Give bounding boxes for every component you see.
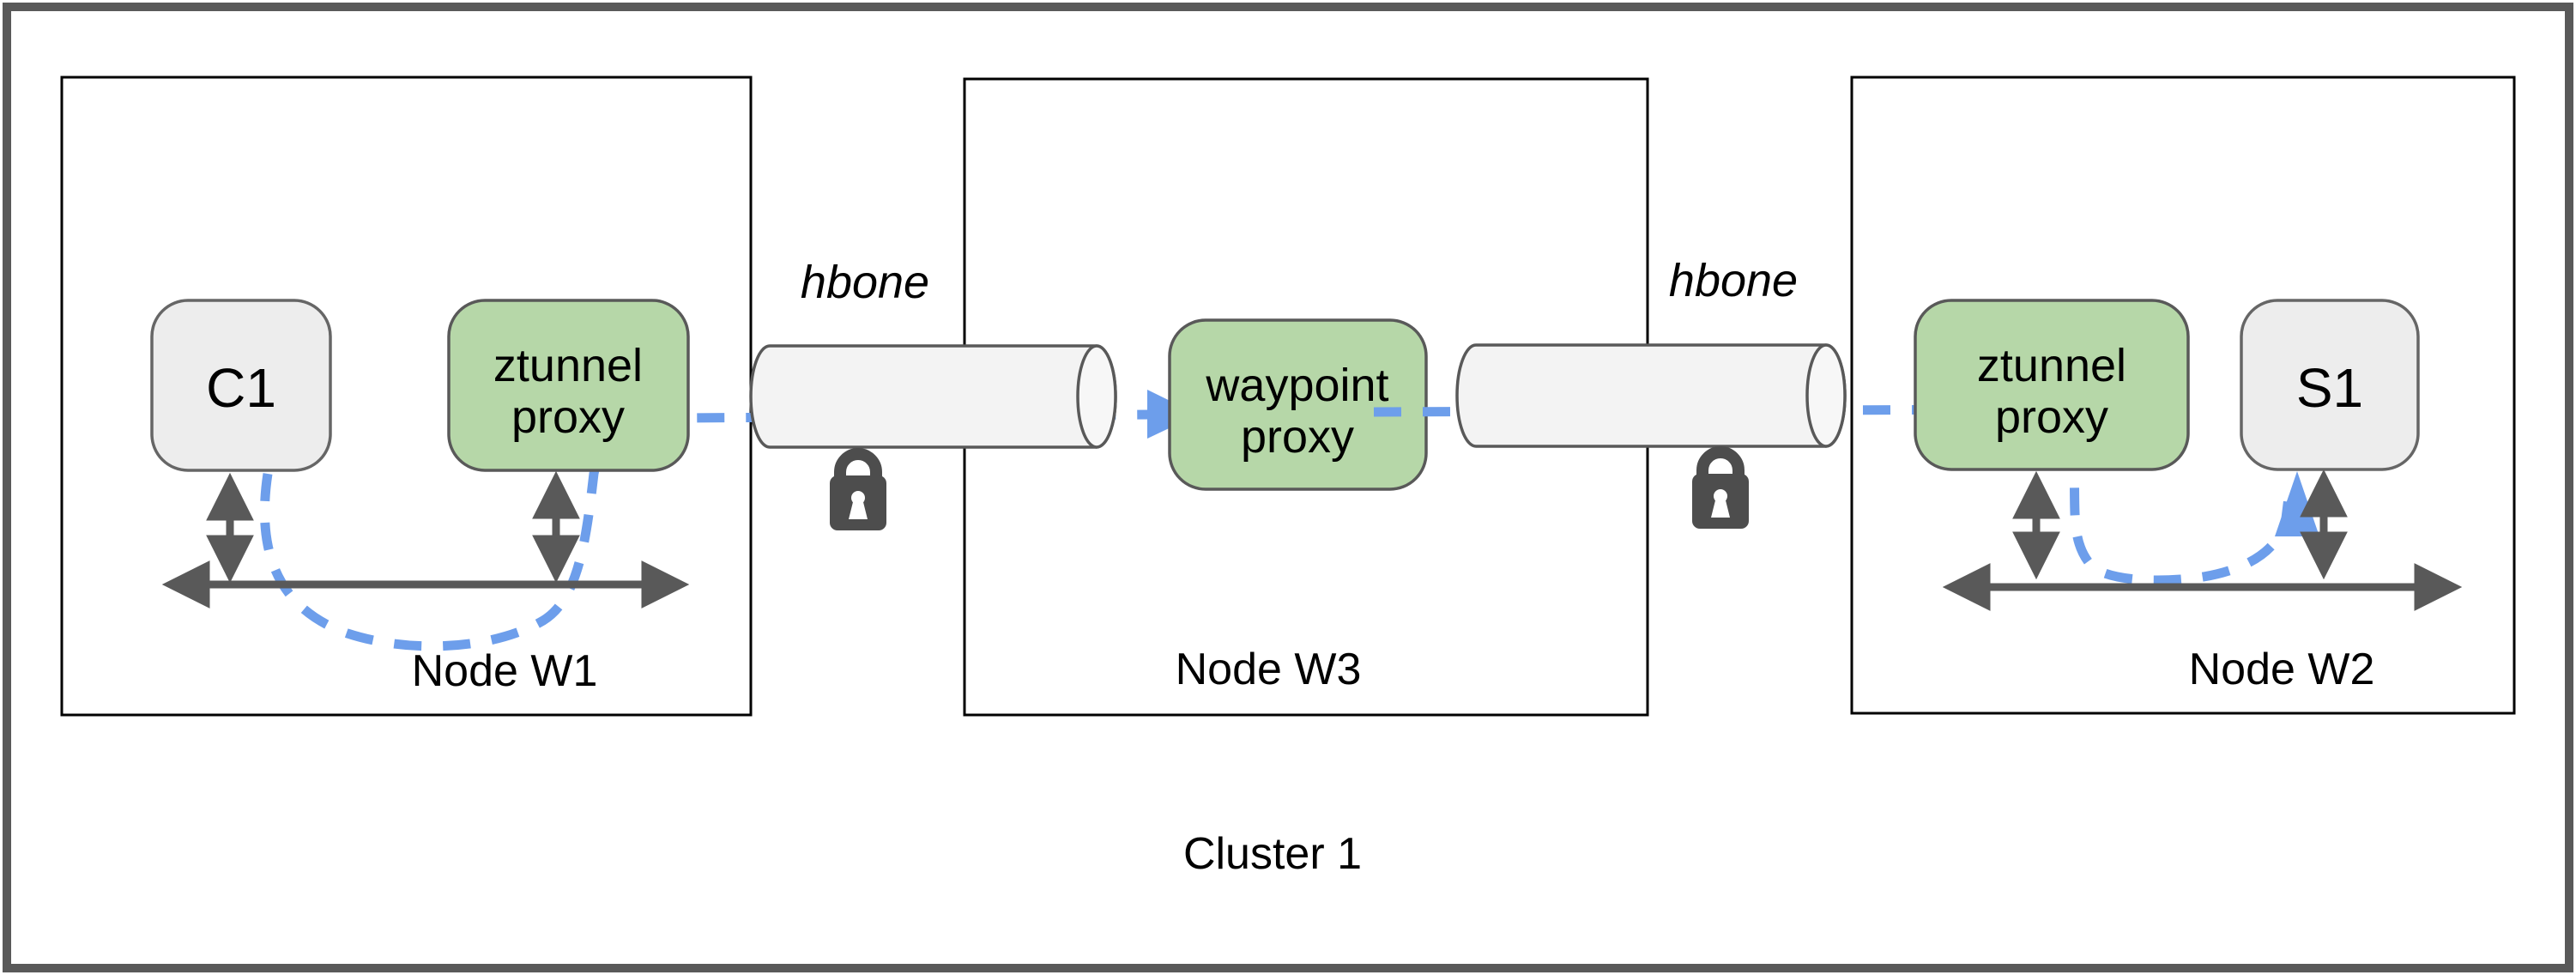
hbone-tunnel-2 [1455,343,1847,448]
workload-s1-box [2240,299,2420,471]
node-w3-label: Node W3 [1176,645,1362,694]
hbone-tunnel-1 [749,344,1117,449]
workload-s1-label: S1 [2296,357,2363,419]
cluster-label: Cluster 1 [1183,829,1362,879]
ztunnel-proxy-w2-label-line1: ztunnel [1977,340,2126,391]
hbone-tunnel-1-opening [1076,344,1117,449]
ztunnel-proxy-w1-label-line1: ztunnel [493,340,643,391]
lock-icon-1 [830,448,886,530]
ztunnel-proxy-w2-box [1914,299,2190,471]
lock-icon-2 [1692,446,1749,529]
workload-c1-box [150,299,332,472]
ztunnel-proxy-w1-label-line2: proxy [511,391,625,443]
waypoint-proxy-box [1168,318,1428,491]
node-w1-label: Node W1 [412,646,598,696]
hbone-tunnel-2-opening [1805,343,1847,448]
hbone-label-2: hbone [1669,255,1798,306]
workload-c1-label: C1 [206,357,276,419]
ztunnel-proxy-w1-box [447,299,690,472]
waypoint-proxy-label-line1: waypoint [1205,360,1388,411]
node-w2-label: Node W2 [2189,645,2375,694]
ztunnel-proxy-w2-label-line2: proxy [1995,391,2108,443]
waypoint-proxy-label-line2: proxy [1241,411,1354,463]
hbone-label-1: hbone [801,257,929,308]
